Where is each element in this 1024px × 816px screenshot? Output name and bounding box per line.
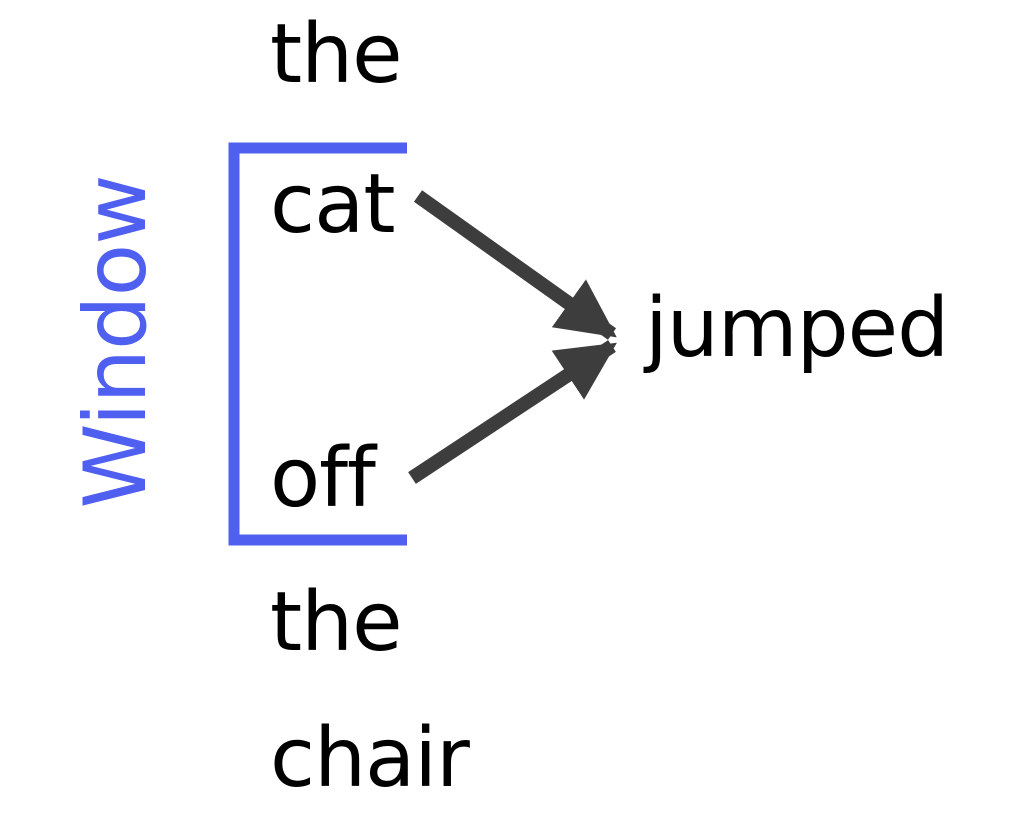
context-word-off: off <box>270 431 376 526</box>
arrow-cat-to-jumped <box>413 190 617 340</box>
arrow-off-to-jumped <box>408 340 617 484</box>
context-word-the-2: the <box>270 575 403 670</box>
context-word-the-1: the <box>270 7 403 102</box>
target-word-jumped: jumped <box>645 281 949 376</box>
context-word-chair: chair <box>270 711 470 806</box>
context-word-cat: cat <box>270 157 395 252</box>
window-bracket <box>228 142 407 546</box>
window-label-text: Window <box>66 175 166 509</box>
